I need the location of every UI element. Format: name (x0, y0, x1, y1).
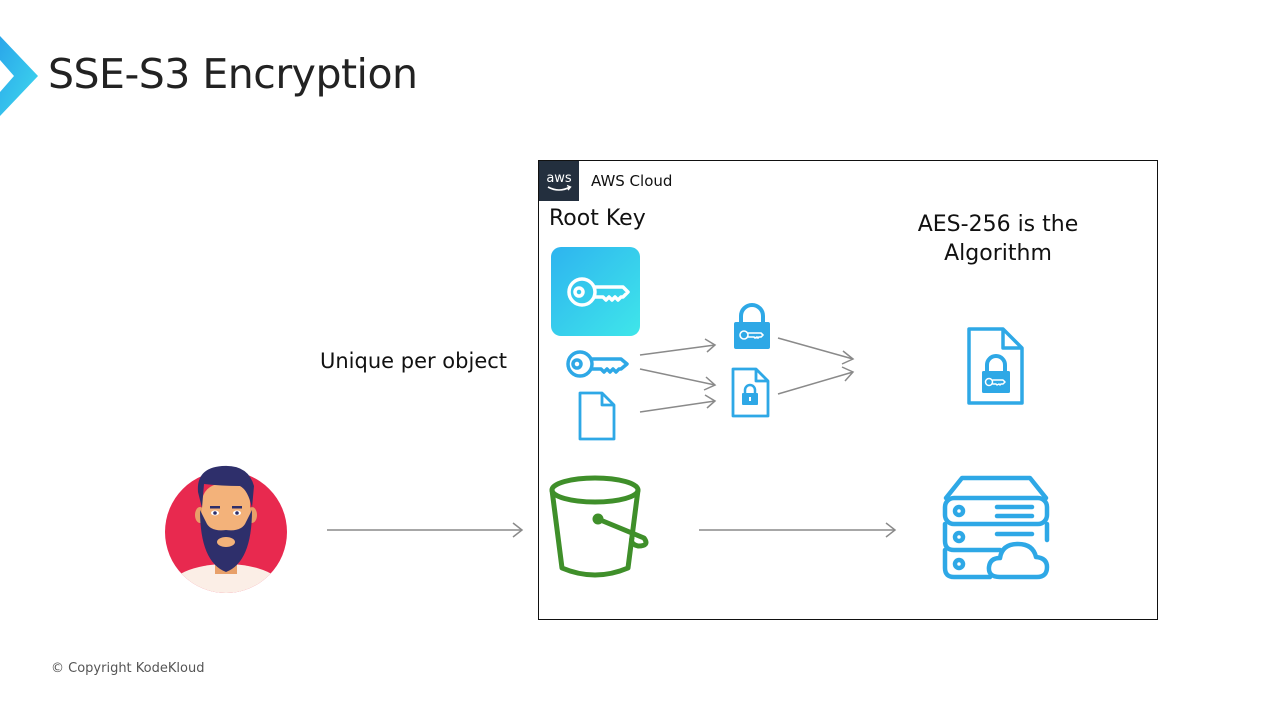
unique-per-object-label: Unique per object (320, 349, 508, 373)
arrow-bucket-to-storage (699, 522, 897, 538)
algorithm-label: AES-256 is the Algorithm (917, 212, 1079, 266)
arrow-locked-key-to-result (777, 337, 855, 365)
slide-title: SSE-S3 Encryption (48, 50, 418, 98)
root-key-label: Root Key (549, 206, 646, 231)
aws-logo-text: aws (546, 171, 572, 186)
arrow-user-to-bucket (327, 522, 524, 538)
arrow-key-to-locked-doc (639, 368, 717, 391)
cloud-storage-icon (942, 475, 1050, 580)
root-key-icon (551, 247, 640, 336)
aws-cloud-label: AWS Cloud (591, 172, 673, 190)
encrypted-document-icon (967, 327, 1024, 405)
s3-bucket-icon (549, 475, 649, 578)
document-icon (578, 391, 616, 441)
arrow-locked-doc-to-result (777, 366, 855, 395)
data-key-icon (566, 350, 629, 378)
locked-document-icon (731, 367, 770, 418)
user-avatar-icon (165, 465, 287, 593)
locked-key-icon (734, 303, 770, 349)
copyright-text: © Copyright KodeKloud (51, 661, 205, 676)
aws-logo-icon: aws (539, 161, 579, 201)
arrow-key-to-locked-key (639, 338, 717, 356)
chevron-right-icon (0, 36, 38, 116)
aws-cloud-group (538, 160, 1158, 620)
arrow-doc-to-locked-doc (639, 394, 717, 413)
